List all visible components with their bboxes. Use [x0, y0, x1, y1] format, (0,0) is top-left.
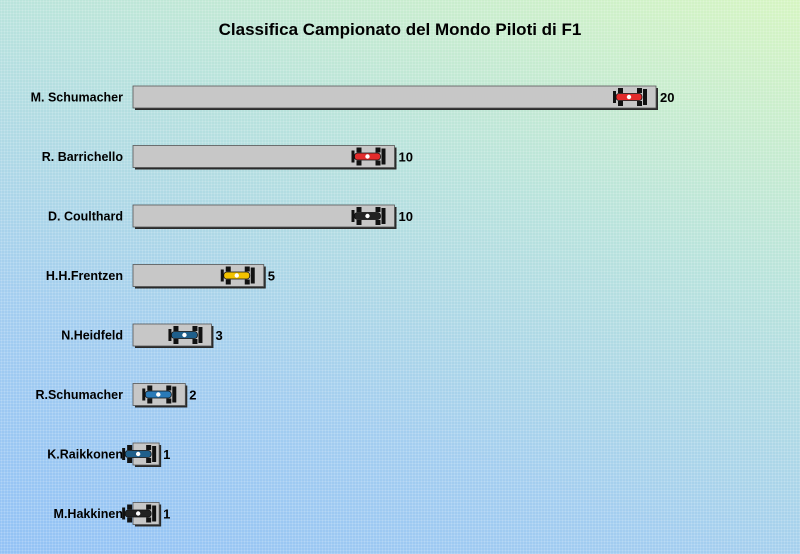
f1-car-icon [122, 445, 157, 463]
rear-wing [250, 267, 255, 284]
f1-car-icon [351, 147, 386, 166]
cockpit [182, 332, 187, 338]
cockpit [365, 213, 370, 219]
cockpit [135, 451, 141, 457]
category-label: R. Barrichello [42, 150, 124, 164]
wheel [244, 266, 250, 272]
wheel [356, 207, 362, 212]
cockpit [234, 273, 239, 278]
wheel [356, 147, 362, 153]
chart-title: Classifica Campionato del Mondo Piloti d… [218, 20, 582, 39]
front-wing [220, 269, 224, 282]
rear-wing [198, 327, 203, 343]
wheel [147, 385, 153, 391]
front-wing [122, 507, 126, 520]
front-wing [613, 91, 616, 103]
f1-car-icon [351, 207, 386, 225]
wheel [618, 88, 623, 93]
value-label: 1 [163, 507, 170, 522]
f1-car-icon [168, 326, 203, 344]
value-label: 2 [189, 388, 196, 403]
category-label: K.Raikkonen [47, 448, 123, 462]
wheel [146, 458, 152, 463]
bar [132, 145, 395, 168]
wheel [356, 220, 362, 225]
wheel [375, 160, 381, 166]
category-label: D. Coulthard [48, 210, 123, 224]
category-label: R.Schumacher [35, 388, 123, 402]
rear-wing [152, 505, 157, 522]
wheel [356, 160, 362, 166]
wheel [127, 517, 133, 523]
wheel [637, 101, 642, 106]
front-wing [351, 210, 355, 222]
value-label: 10 [399, 150, 413, 165]
f1-car-icon [220, 266, 255, 285]
front-wing [142, 388, 146, 401]
value-label: 1 [163, 447, 170, 462]
category-label: H.H.Frentzen [46, 269, 123, 283]
cockpit [365, 154, 370, 159]
wheel [244, 279, 250, 285]
wheel [146, 445, 152, 450]
f1-car-icon [122, 504, 157, 523]
wheel [127, 504, 133, 510]
front-wing [122, 448, 126, 460]
wheel [375, 147, 381, 153]
wheel [375, 207, 381, 212]
front-wing [168, 329, 172, 341]
cockpit [156, 392, 161, 397]
category-label: N.Heidfeld [61, 329, 123, 343]
cockpit [135, 511, 141, 516]
rear-wing [643, 89, 647, 105]
wheel [637, 88, 642, 93]
value-label: 3 [215, 328, 222, 343]
rear-wing [381, 208, 386, 224]
wheel [127, 458, 133, 463]
bar [132, 264, 265, 287]
wheel [618, 101, 623, 106]
wheel [225, 266, 231, 272]
wheel [173, 339, 179, 344]
wheel [127, 445, 133, 450]
front-wing [351, 150, 355, 163]
wheel [375, 220, 381, 225]
value-label: 5 [268, 269, 275, 284]
rear-wing [172, 386, 177, 403]
rear-wing [152, 446, 157, 462]
wheel [173, 326, 179, 331]
category-label: M.Hakkinen [54, 507, 123, 521]
wheel [192, 326, 198, 331]
rear-wing [381, 148, 386, 165]
wheel [166, 385, 172, 391]
f1-car-icon [613, 88, 647, 106]
value-label: 10 [399, 209, 413, 224]
value-label: 20 [660, 90, 674, 105]
wheel [146, 517, 152, 523]
wheel [192, 339, 198, 344]
f1-car-icon [142, 385, 177, 404]
bar [132, 85, 657, 109]
cockpit [626, 94, 632, 100]
wheel [147, 398, 153, 404]
wheel [146, 504, 152, 510]
wheel [166, 398, 172, 404]
category-label: M. Schumacher [31, 91, 124, 105]
wheel [225, 279, 231, 285]
bar [132, 204, 395, 228]
